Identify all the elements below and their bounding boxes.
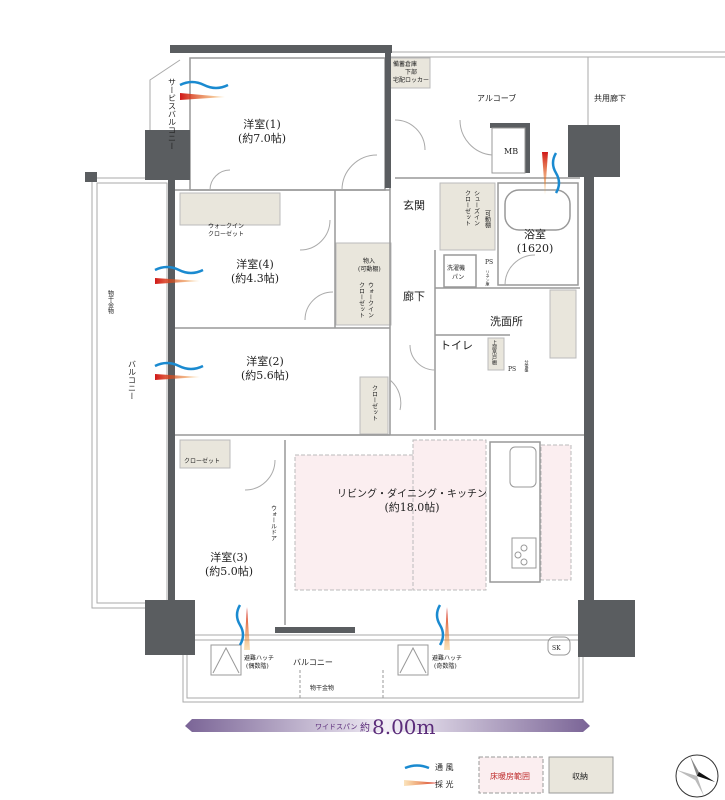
doors bbox=[209, 119, 536, 491]
span-approx: 約 bbox=[360, 721, 370, 734]
fuse-box-label: 分電盤 bbox=[525, 359, 530, 372]
hatch-even-label: 避難ハッチ bbox=[244, 654, 274, 662]
legend-storage-swatch bbox=[548, 756, 614, 794]
bedroom2-size: (約5.6帖) bbox=[241, 368, 289, 382]
linen-label: リネン庫 bbox=[486, 270, 491, 287]
structural-walls bbox=[85, 45, 635, 657]
light-icon bbox=[404, 780, 439, 786]
light-icon bbox=[155, 278, 200, 284]
washroom-label: 洗面所 bbox=[490, 315, 523, 328]
hatch-even-sub: (偶数階) bbox=[246, 662, 269, 670]
wall-door-label: ウォールドア bbox=[270, 505, 277, 541]
light-icon bbox=[155, 374, 200, 380]
wic1-label: ウォークイン bbox=[208, 222, 244, 230]
shoe-closet-shelf: 可動棚 bbox=[484, 210, 491, 229]
hatch-odd-sub: (奇数階) bbox=[434, 662, 457, 670]
bedroom2-name: 洋室(2) bbox=[246, 354, 284, 368]
wic1-label-b: クローゼット bbox=[208, 230, 244, 238]
mb-label: MB bbox=[504, 147, 518, 156]
compass-icon bbox=[675, 754, 719, 798]
wind-icon bbox=[551, 152, 561, 194]
mb-box bbox=[491, 127, 526, 174]
legend-wind: 通 風 bbox=[435, 762, 454, 772]
wind-icon bbox=[179, 80, 229, 90]
west-hanger-label: 物干金物 bbox=[107, 289, 114, 315]
toilet-shelf-label: 上部吊戸棚 bbox=[491, 339, 497, 366]
bath-name: 浴室 bbox=[524, 227, 546, 241]
bedroom4-size: (約4.3帖) bbox=[231, 271, 279, 285]
legend-light: 採 光 bbox=[435, 779, 454, 789]
light-icon bbox=[444, 607, 450, 650]
ventilation-lighting-markers bbox=[154, 80, 561, 650]
washer-pan-label-b: パン bbox=[452, 274, 464, 281]
fixtures bbox=[210, 446, 571, 700]
light-icon bbox=[180, 93, 225, 100]
wind-icon bbox=[154, 265, 204, 275]
closet3-label: クローゼット bbox=[184, 457, 220, 465]
south-balcony-label: バルコニー bbox=[293, 658, 333, 667]
legend-floor-heating-swatch bbox=[478, 756, 544, 794]
shoe-closet-label: シューズイン bbox=[473, 190, 480, 226]
reserve-storage-label: 備蓄倉庫 bbox=[393, 60, 417, 68]
ldk-name: リビング・ダイニング・キッチン bbox=[337, 487, 487, 500]
bedroom3-size: (約5.0帖) bbox=[205, 564, 253, 578]
washer-pan-label: 洗濯機 bbox=[447, 264, 465, 272]
toilet-label: トイレ bbox=[440, 339, 473, 352]
service-balcony-label: サービスバルコニー bbox=[168, 78, 177, 150]
bedroom1-size: (約7.0帖) bbox=[238, 131, 286, 145]
wic2-label: ウォークイン bbox=[367, 282, 374, 318]
entrance-label: 玄関 bbox=[403, 198, 425, 212]
ldk-size: (約18.0帖) bbox=[384, 500, 439, 514]
bedroom3-name: 洋室(3) bbox=[210, 550, 248, 564]
wic2-label-b: クローゼット bbox=[358, 282, 365, 318]
ps-label: PS bbox=[508, 366, 516, 373]
storeroom-sub: (可動棚) bbox=[358, 265, 381, 273]
floor-heating-area bbox=[294, 439, 572, 591]
alcove-label: アルコーブ bbox=[477, 93, 516, 103]
legend-floor-heating: 床暖房範囲 bbox=[490, 771, 530, 781]
sk-label: SK bbox=[552, 645, 561, 652]
light-icon bbox=[244, 607, 250, 650]
shoe-closet-label-b: クローゼット bbox=[464, 190, 471, 226]
span-value: 8.00m bbox=[372, 715, 436, 739]
wind-icon bbox=[404, 764, 430, 770]
reserve-storage-sub: 下部 bbox=[405, 68, 417, 76]
ps-label: PS bbox=[485, 259, 493, 266]
common-corridor-label: 共用廊下 bbox=[594, 93, 626, 103]
legend: 通 風 採 光 床暖房範囲 収納 bbox=[404, 756, 614, 794]
reserve-storage-sub2: 宅配ロッカー bbox=[393, 76, 429, 84]
west-balcony-label: バルコニー bbox=[128, 360, 137, 400]
interior-walls bbox=[172, 57, 584, 625]
hatch-odd-label: 避難ハッチ bbox=[432, 654, 462, 662]
south-hanger-label: 物干金物 bbox=[310, 684, 334, 692]
bedroom4-name: 洋室(4) bbox=[236, 257, 274, 271]
light-icon bbox=[542, 152, 548, 195]
wind-icon bbox=[435, 604, 445, 646]
legend-storage: 収納 bbox=[572, 771, 588, 781]
corridor-label: 廊下 bbox=[403, 289, 425, 303]
wind-icon bbox=[154, 361, 204, 371]
storeroom-label: 物入 bbox=[363, 257, 375, 265]
wind-icon bbox=[235, 604, 245, 646]
bath-size: (1620) bbox=[517, 242, 554, 255]
span-label: ワイドスパン bbox=[315, 723, 357, 731]
bedroom1-name: 洋室(1) bbox=[243, 117, 281, 131]
wide-span-arrow: ワイドスパン 約 8.00m bbox=[185, 715, 590, 739]
closet2-label: クローゼット bbox=[371, 385, 378, 421]
